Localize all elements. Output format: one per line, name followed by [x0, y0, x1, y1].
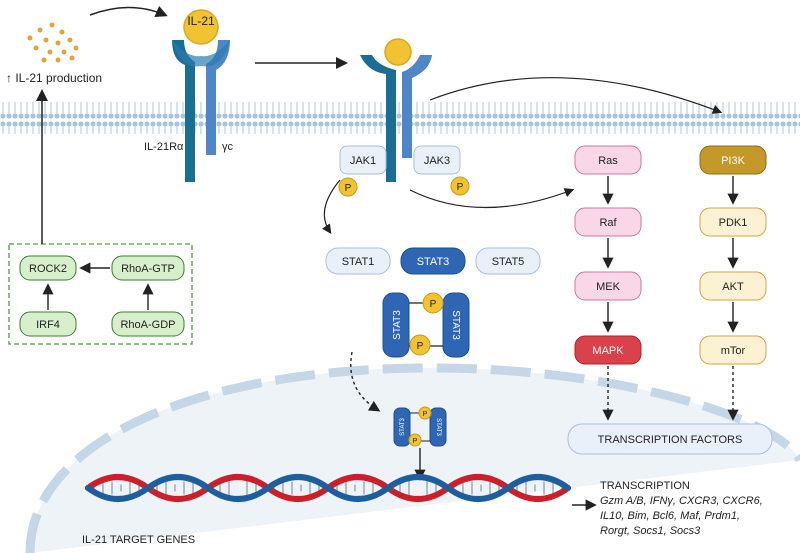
- stat3-nuclear-phospho-1: P: [423, 411, 428, 418]
- ras-label: Ras: [598, 155, 618, 167]
- cell-membrane: [0, 102, 800, 134]
- transcription-genes-line1: Gzm A/B, IFNγ, CXCR3, CXCR6,: [600, 495, 763, 507]
- stat1-label: STAT1: [342, 256, 375, 268]
- akt-box: [699, 271, 767, 301]
- dna-helix: [85, 474, 571, 502]
- pi3k-box: [699, 145, 767, 175]
- akt-label: AKT: [722, 281, 744, 293]
- arrow-dimer-to-nucleus: [350, 351, 381, 412]
- il21-ligand-bound: [384, 38, 412, 66]
- stat3-label: STAT3: [417, 256, 450, 268]
- arrow-jak-to-ras: [409, 188, 575, 209]
- mtor-box: [699, 335, 767, 365]
- rhoa-gtp-box: [111, 255, 185, 281]
- jak3-phospho: [450, 176, 470, 196]
- stat5-box: [475, 247, 541, 275]
- rhoa-gdp-label: RhoA-GDP: [120, 319, 175, 331]
- jak1-box: [339, 145, 387, 175]
- receptor-alpha-label: IL-21Rα: [144, 141, 184, 153]
- transcription-factors-label: TRANSCRIPTION FACTORS: [598, 434, 743, 446]
- mapk-box: [574, 335, 642, 365]
- stat3-dimer: [382, 292, 470, 358]
- il21-ligand: [183, 9, 219, 45]
- il21-ligand-label: IL-21: [187, 14, 215, 28]
- stat3-dimer-phospho-2: P: [417, 341, 424, 352]
- mek-box: [574, 271, 642, 301]
- transcription-genes-line2: IL10, Bim, Bcl6, Maf, Prdm1,: [600, 510, 740, 522]
- stat3-nuclear-label-right: STAT3: [435, 418, 441, 436]
- stat1-box: [325, 247, 391, 275]
- il21-secretion-dots: [27, 22, 79, 63]
- stat3-dimer-label-left: STAT3: [392, 310, 403, 340]
- receptor-gamma-label: γc: [222, 141, 234, 153]
- mek-label: MEK: [596, 281, 621, 293]
- stat3-dimer-phospho-1: P: [430, 299, 437, 310]
- rock2-box: [19, 255, 77, 281]
- pi3k-label: PI3K: [721, 155, 746, 167]
- receptor-unbound: [172, 40, 230, 182]
- jak1-phospho: [338, 177, 358, 197]
- jak1-phospho-label: P: [345, 183, 352, 194]
- arrow-receptor-to-pi3k: [429, 77, 723, 114]
- transcription-factors-box: [567, 423, 773, 455]
- jak3-phospho-label: P: [457, 182, 464, 193]
- ras-box: [574, 145, 642, 175]
- irf4-label: IRF4: [36, 319, 60, 331]
- stat5-label: STAT5: [492, 256, 525, 268]
- jak3-box: [413, 145, 461, 175]
- arrow-jak-to-stats: [321, 179, 341, 234]
- jak1-label: JAK1: [350, 155, 376, 167]
- raf-box: [574, 207, 642, 237]
- pdk1-label: PDK1: [719, 217, 748, 229]
- mapk-label: MAPK: [592, 345, 624, 357]
- transcription-title: TRANSCRIPTION: [600, 480, 690, 492]
- transcription-genes-line3: Rorgt, Socs1, Socs3: [600, 525, 701, 537]
- il21-production-label: ↑ IL-21 production: [6, 71, 102, 85]
- raf-label: Raf: [599, 217, 617, 229]
- rhoa-gtp-label: RhoA-GTP: [121, 263, 175, 275]
- arrow-secretion-to-il21: [89, 5, 168, 17]
- rock2-label: ROCK2: [29, 263, 67, 275]
- receptor-bound: [360, 55, 432, 182]
- stat3-dimer-label-right: STAT3: [450, 310, 461, 340]
- mtor-label: mTor: [721, 345, 746, 357]
- stat3-nuclear-label-left: STAT3: [400, 417, 406, 435]
- stat3-nuclear-phospho-2: P: [413, 438, 418, 445]
- pdk1-box: [699, 207, 767, 237]
- stat3-dimer-nuclear: [393, 406, 447, 447]
- target-genes-label: IL-21 TARGET GENES: [82, 534, 195, 546]
- irf4-box: [19, 311, 77, 337]
- rhoa-gdp-box: [111, 311, 185, 337]
- rock-pathway-box: [8, 243, 193, 345]
- stat3-box: [400, 247, 466, 275]
- jak3-label: JAK3: [424, 155, 450, 167]
